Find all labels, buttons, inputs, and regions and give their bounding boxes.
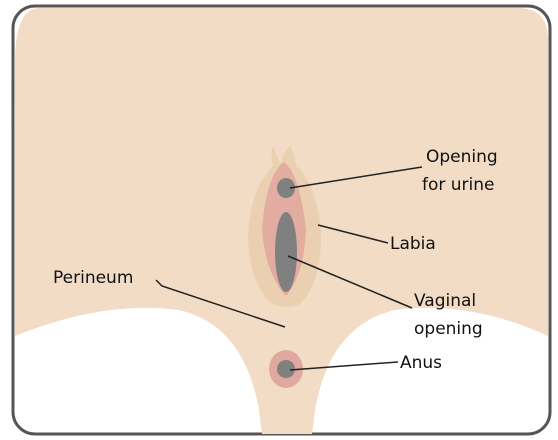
- label-labia: Labia: [390, 234, 436, 254]
- label-anus: Anus: [400, 353, 442, 373]
- label-opening-for-urine-line2: for urine: [422, 175, 495, 195]
- label-vaginal-opening-line2: opening: [414, 319, 483, 339]
- vaginal-opening: [275, 212, 297, 292]
- label-perineum: Perineum: [53, 268, 133, 288]
- anus-center: [277, 360, 295, 378]
- label-opening-for-urine-line1: Opening: [426, 147, 498, 167]
- label-vaginal-opening-line1: Vaginal: [414, 291, 476, 311]
